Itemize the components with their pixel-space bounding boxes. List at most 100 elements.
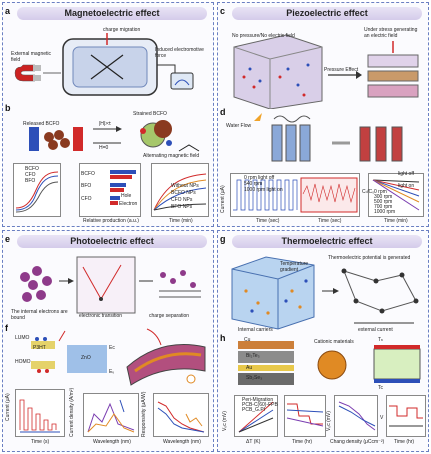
rpm-2: 500 rpm xyxy=(374,199,393,205)
label-ev: Eᵥ xyxy=(109,369,114,375)
current-square-wave xyxy=(233,177,358,213)
axis-time-sec-2: Time (sec) xyxy=(318,218,342,224)
legend-cfo: CFO xyxy=(25,172,36,178)
plot-chang-density xyxy=(334,395,378,437)
label-no-pressure: No pressure/No electric field xyxy=(232,33,295,39)
piezo-cubes-illustration xyxy=(233,34,419,109)
plot-magnetization xyxy=(13,163,61,217)
degradation-lines xyxy=(372,179,420,211)
plot-degradation xyxy=(368,173,424,217)
axis-wavelength-1: Wavelength (nm) xyxy=(93,439,131,445)
label-electron: Electron xyxy=(119,201,138,207)
rpm-4: 1000 rpm xyxy=(374,209,396,215)
axis-time-hr-2: Time (hr) xyxy=(394,439,415,445)
plot-relative-production xyxy=(79,163,141,217)
nanowire-illustration xyxy=(126,328,206,386)
label-water-flow: Water Flow xyxy=(226,123,252,129)
axis-current-ua: Current (μA) xyxy=(220,185,226,213)
panel-title-c: Piezoelectric effect xyxy=(232,7,422,20)
axis-ct-c0: Cₜ/C₀ xyxy=(362,189,375,195)
axis-v-label: V xyxy=(380,415,384,421)
axis-time-s-f: Time (s) xyxy=(31,439,50,445)
axis-voc-2: Vₒc (mV) xyxy=(326,411,332,431)
panel-letter-g: g xyxy=(220,234,226,244)
plot-time-1 xyxy=(284,395,326,437)
legend-h-2: PCB_G.PI xyxy=(242,407,266,413)
label-pressure-effect: Pressure Effect xyxy=(324,67,359,73)
axis-current-density: Current density (A/m²) xyxy=(69,387,75,437)
panel-letter-f: f xyxy=(5,323,8,333)
panel-title-g: Thermoelectric effect xyxy=(232,235,422,248)
magnet-device-illustration xyxy=(14,33,194,96)
panel-letter-c: c xyxy=(220,6,226,16)
label-strained-bcfo: Strained BCFO xyxy=(133,111,167,117)
legend-d-0: 0 rpm light off xyxy=(244,175,275,181)
label-th: Tₕ xyxy=(378,337,384,343)
plot-current-density xyxy=(83,393,139,437)
axis-time-hr-1: Time (hr) xyxy=(292,439,313,445)
label-charge-separation: charge separation xyxy=(149,313,190,319)
label-ec: Ec xyxy=(109,345,115,351)
chang-density-lines xyxy=(338,401,376,431)
panel-letter-d: d xyxy=(220,107,226,117)
temperature-curves xyxy=(153,173,207,211)
panel-title-a: Magnetoelectric effect xyxy=(17,7,207,20)
rpm-1: 300 rpm xyxy=(374,194,393,200)
rpm-0: 0 rpm xyxy=(374,189,387,195)
label-bi-te: Bi₂Te₃ xyxy=(246,353,260,359)
label-charge-migration: charge migration xyxy=(103,27,141,33)
responsivity-curves xyxy=(157,401,205,433)
axis-wavelength-2: Wavelength (nm) xyxy=(163,439,201,445)
panel-thermoelectric: g Thermoelectric effect Temperature grad… xyxy=(217,230,429,452)
label-light-on: light on xyxy=(398,183,415,189)
label-under-stress: Under stress generating an electric fiel… xyxy=(364,27,418,39)
plot-time-2 xyxy=(386,395,426,437)
label-electronic-transition: electronic transition xyxy=(79,313,123,319)
plot-current-vs-time xyxy=(230,173,360,217)
plot-responsivity xyxy=(153,393,209,437)
legend-bcfo-nps: BCFO NPs xyxy=(171,190,196,196)
label-h-up: |H|>± xyxy=(99,121,111,127)
label-homo: HOMO xyxy=(15,359,31,365)
axis-relative-production: Relative production (a.u.) xyxy=(83,218,139,224)
panel-title-e: Photoelectric effect xyxy=(17,235,207,248)
label-external-field: External magnetic field xyxy=(11,51,52,63)
thermo-cube-illustration xyxy=(231,256,419,330)
label-temp-gradient: Temperature gradient xyxy=(280,261,309,273)
bcfo-strain-illustration xyxy=(29,120,200,152)
bar-label-bfo: BFO xyxy=(81,183,92,189)
label-h-zero: H=0 xyxy=(99,145,109,151)
current-density-curves xyxy=(87,399,135,433)
label-internal-carriers: Internal carriers xyxy=(238,327,273,333)
label-au: Au xyxy=(246,365,253,371)
label-zno: ZnO xyxy=(81,355,91,361)
plot-photocurrent xyxy=(15,389,65,437)
label-tc: Tc xyxy=(378,385,383,391)
bar-label-bcfo: BCFO xyxy=(81,171,95,177)
legend-bfo: BFO xyxy=(25,178,36,184)
legend-d-1: 540 rpm xyxy=(244,181,263,187)
axis-chang-density: Chang density (μCcm⁻²) xyxy=(330,439,385,445)
legend-bfo-nps: BFO NPs xyxy=(171,204,193,210)
rpm-3: 700 rpm xyxy=(374,204,393,210)
panel-piezoelectric: c Piezoelectric effect No pressure/No el… xyxy=(217,2,429,227)
label-hole: Hole xyxy=(121,193,132,199)
bar-label-cfo: CFO xyxy=(81,196,92,202)
label-p3ht: P3HT xyxy=(33,345,46,351)
axis-time-min-b: Time (min) xyxy=(169,218,193,224)
axis-current-ua-f: Current (μA) xyxy=(5,393,11,421)
legend-without-nps: Without NPs xyxy=(171,183,199,189)
label-sb-se: Sb₂Se₃ xyxy=(246,375,263,381)
plot-temperature xyxy=(151,163,209,217)
axis-delta-t: ΔT (K) xyxy=(246,439,261,445)
panel-photoelectric: e Photoelectric effect The internal elec… xyxy=(2,230,214,452)
photo-electron-illustration xyxy=(20,256,201,314)
label-thermo-potential: Thermoelectric potential is generated xyxy=(328,255,411,261)
time2-lines xyxy=(389,405,423,427)
panel-letter-e: e xyxy=(5,234,11,244)
label-released-bcfo: Released BCFO xyxy=(23,121,60,127)
water-flow-illustration xyxy=(254,113,403,162)
time1-lines xyxy=(286,403,324,427)
axis-responsivity: Responsivity (μA/W) xyxy=(141,391,147,437)
relative-production-bars xyxy=(110,170,136,205)
